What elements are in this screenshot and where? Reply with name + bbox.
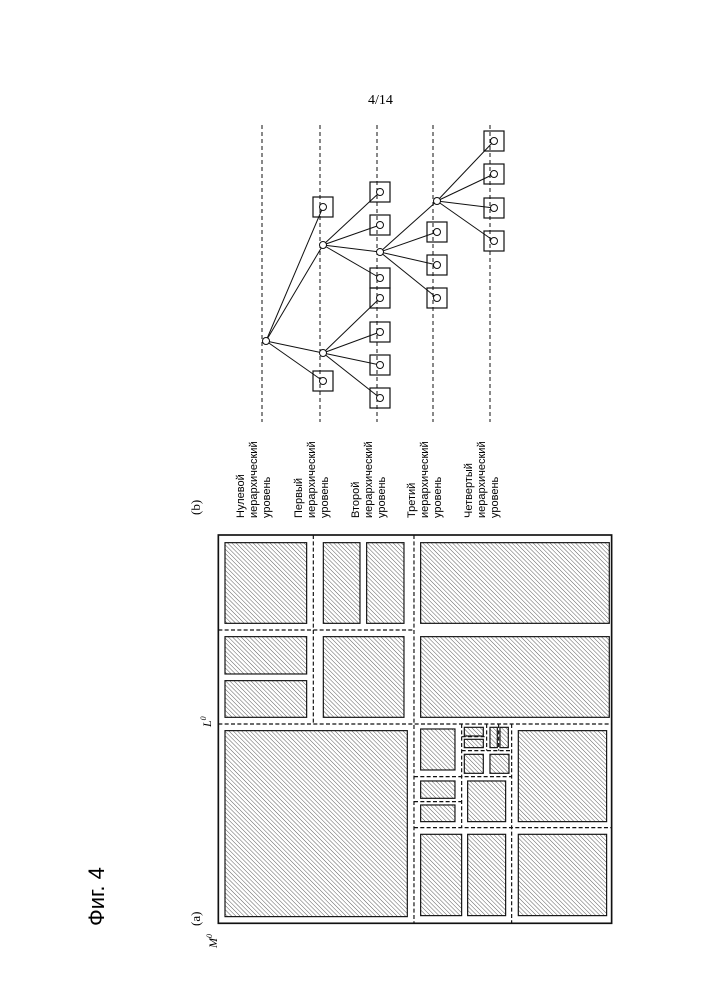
hatched-block <box>421 805 455 822</box>
hatched-block <box>323 543 360 624</box>
hatched-block <box>468 834 506 915</box>
hatched-block <box>225 681 307 718</box>
tree-node <box>263 338 270 345</box>
level-label: Второйиерархическийуровень <box>350 441 388 518</box>
level-label: Четвертыйиерархическийуровень <box>463 441 501 518</box>
tree-edge <box>323 298 380 353</box>
panel-a-label: (a) <box>188 912 203 926</box>
axis-label-l0: L0 <box>199 716 214 728</box>
leaf-node <box>377 189 384 196</box>
leaf-node <box>434 262 441 269</box>
tree-edge <box>437 174 494 201</box>
tree-edge <box>323 192 380 245</box>
leaf-node <box>377 362 384 369</box>
hatched-block <box>421 637 610 718</box>
level-label: Третийиерархическийуровень <box>406 441 444 518</box>
tree-edge <box>266 245 323 341</box>
level-labels: Нулевойиерархическийуровень Первыйиерархи… <box>235 125 501 518</box>
leaf-node <box>320 378 327 385</box>
hatched-block <box>421 543 610 624</box>
leaf-node <box>491 138 498 145</box>
hatched-block <box>367 543 404 624</box>
hatched-block <box>464 754 483 773</box>
hierarchy-tree <box>263 131 505 408</box>
leaf-node <box>320 204 327 211</box>
leaf-node <box>434 295 441 302</box>
leaf-node <box>491 205 498 212</box>
hatched-block <box>518 834 606 915</box>
leaf-node <box>491 238 498 245</box>
tree-edge <box>380 201 437 252</box>
leaf-node <box>491 171 498 178</box>
leaf-node <box>377 395 384 402</box>
page-number: 4/14 <box>368 93 393 108</box>
panel-b-label: (b) <box>188 500 203 515</box>
figure-label: Фиг. 4 <box>84 867 109 926</box>
leaf-node <box>377 295 384 302</box>
leaf-node <box>377 329 384 336</box>
hatched-block <box>225 543 307 624</box>
hatched-block <box>225 731 407 917</box>
hatched-blocks <box>225 543 609 917</box>
leaf-node <box>377 275 384 282</box>
tree-node <box>320 350 327 357</box>
hatched-block <box>421 781 455 798</box>
leaf-node <box>434 229 441 236</box>
tree-edge <box>437 141 494 201</box>
tree-node <box>320 242 327 249</box>
hatched-block <box>500 727 508 747</box>
tree-node <box>434 198 441 205</box>
hatched-block <box>468 781 506 822</box>
leaf-node <box>377 222 384 229</box>
hatched-block <box>421 834 462 915</box>
hatched-block <box>518 731 606 822</box>
tree-edge <box>266 207 323 341</box>
partition-grid <box>218 535 611 923</box>
tree-node <box>377 249 384 256</box>
hatched-block <box>225 637 307 674</box>
hatched-block <box>421 729 455 770</box>
hatched-block <box>490 727 497 747</box>
level-label: Нулевойиерархическийуровень <box>235 441 273 518</box>
hatched-block <box>464 739 483 747</box>
tree-edge <box>323 245 380 278</box>
hatched-block <box>464 727 483 736</box>
hatched-block <box>490 754 509 773</box>
level-label: Первыйиерархическийуровень <box>293 441 331 518</box>
axis-label-m0: M0 <box>205 934 220 949</box>
tree-edge <box>323 245 380 252</box>
hatched-block <box>323 637 404 718</box>
